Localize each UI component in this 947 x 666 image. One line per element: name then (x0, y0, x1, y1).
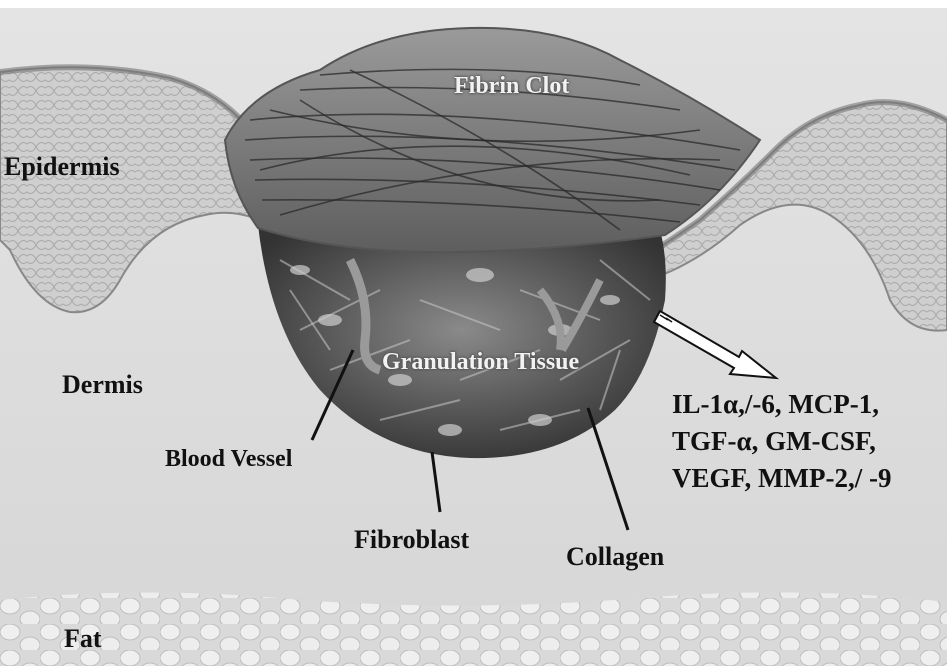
fat-label: Fat (64, 626, 102, 652)
granulation-tissue-label: Granulation Tissue (382, 350, 579, 374)
epidermis-label: Epidermis (4, 154, 120, 180)
blood-vessel-label: Blood Vessel (165, 447, 292, 471)
secreted-factors-line-1: IL-1α,/-6, MCP-1, (672, 386, 891, 423)
secreted-factors-list: IL-1α,/-6, MCP-1, TGF-α, GM-CSF, VEGF, M… (672, 386, 891, 497)
fibroblast-label: Fibroblast (354, 527, 469, 553)
collagen-label: Collagen (566, 544, 664, 570)
fibrin-clot-label: Fibrin Clot (454, 74, 569, 98)
dermis-label: Dermis (62, 372, 143, 398)
secreted-factors-line-3: VEGF, MMP-2,/ -9 (672, 460, 891, 497)
secreted-factors-line-2: TGF-α, GM-CSF, (672, 423, 891, 460)
